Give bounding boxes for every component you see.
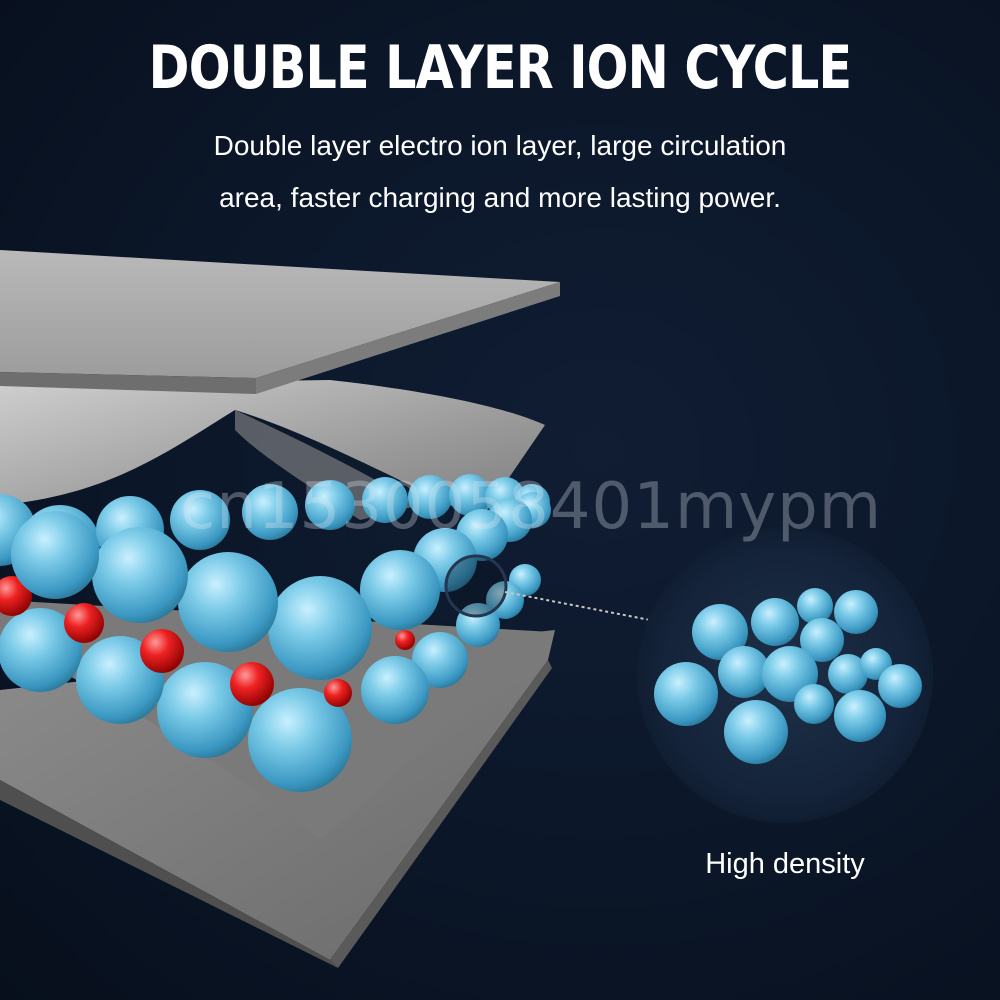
blue-ion xyxy=(360,550,440,630)
blue-ion xyxy=(268,576,372,680)
top-electrode-sheet xyxy=(0,250,560,394)
zoom-ion xyxy=(878,664,922,708)
watermark: cn1530058401mypm xyxy=(180,470,882,544)
zoom-ion xyxy=(724,700,788,764)
zoom-ion xyxy=(834,690,886,742)
red-ion xyxy=(395,630,415,650)
zoom-ion xyxy=(654,662,718,726)
high-density-caption: High density xyxy=(640,848,930,881)
blue-ion xyxy=(178,552,278,652)
blue-ion xyxy=(92,527,188,623)
red-ion xyxy=(230,662,274,706)
blue-ion xyxy=(11,511,99,599)
red-ion xyxy=(64,603,104,643)
zoom-ion xyxy=(751,598,799,646)
magnifier-ring xyxy=(446,556,506,616)
zoom-ion xyxy=(797,588,833,624)
zoom-ion xyxy=(834,590,878,634)
blue-ion xyxy=(361,656,429,724)
red-ion xyxy=(324,679,352,707)
red-ion xyxy=(140,629,184,673)
callout-leader-line xyxy=(505,592,650,620)
zoom-ion xyxy=(794,684,834,724)
